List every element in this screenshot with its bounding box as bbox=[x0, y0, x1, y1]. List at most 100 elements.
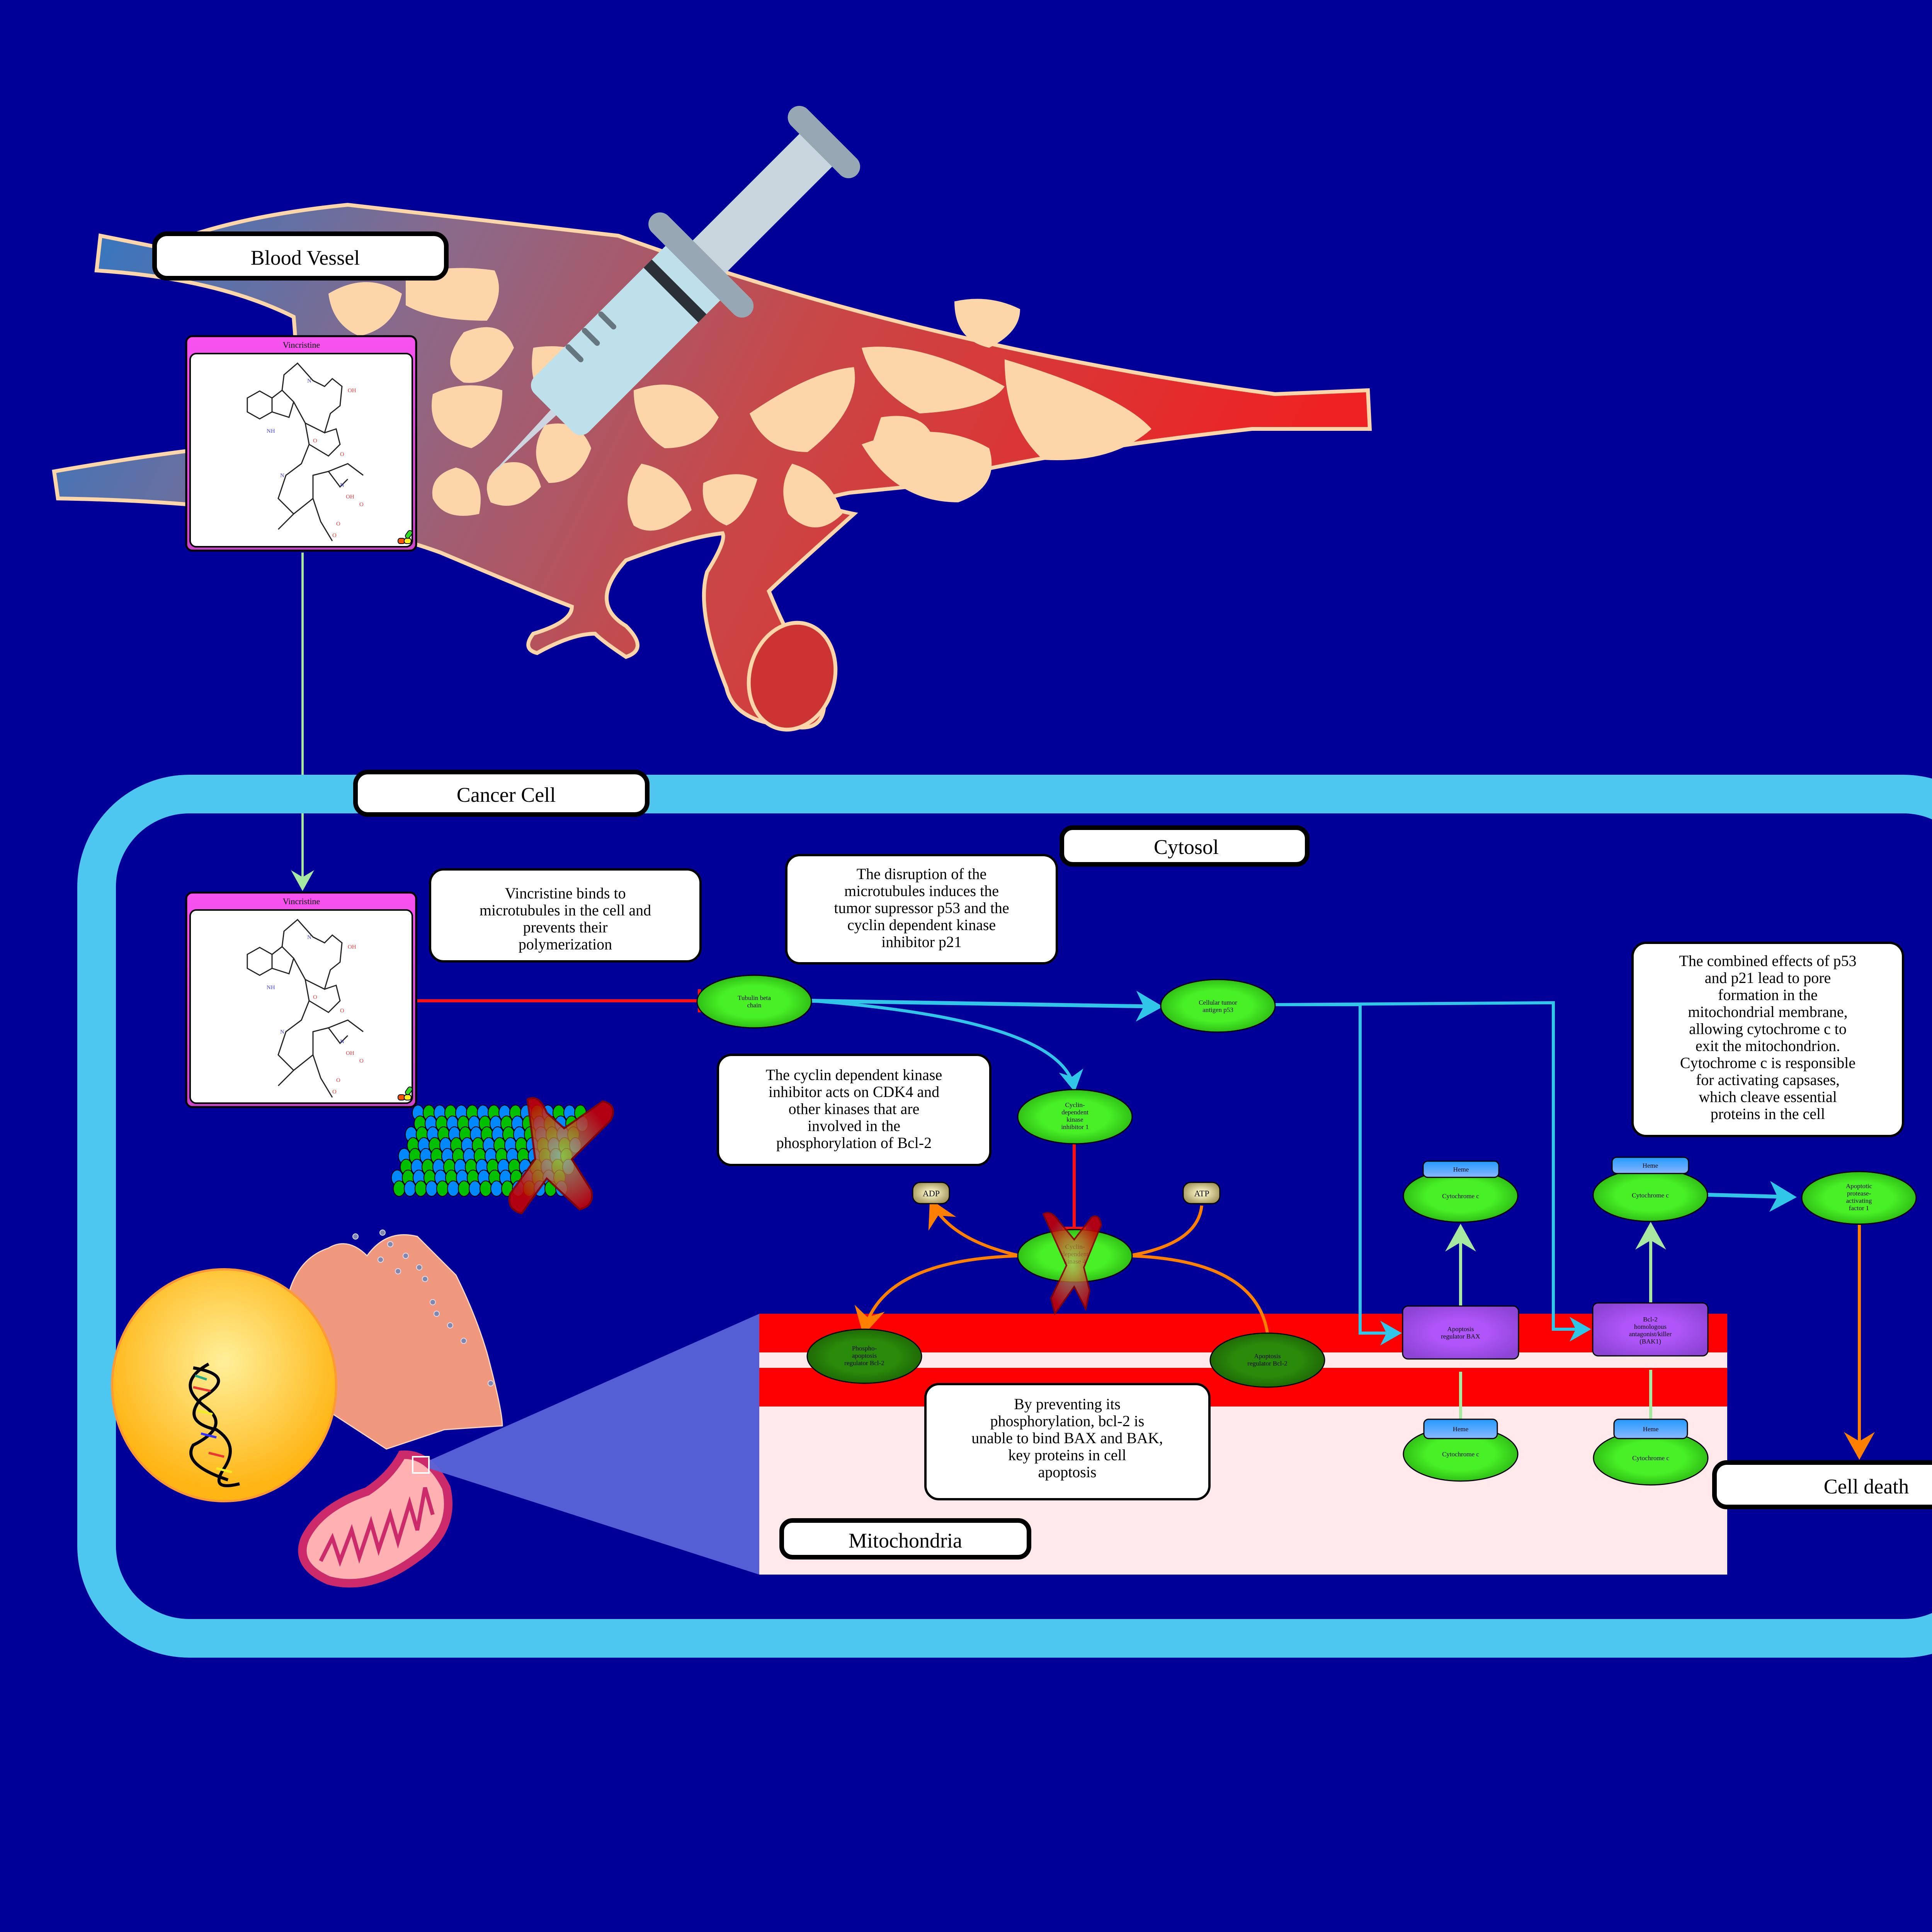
svg-text:ADP: ADP bbox=[923, 1189, 940, 1198]
tubulin-dimer bbox=[447, 1180, 459, 1197]
text-line: key proteins in cell bbox=[1008, 1446, 1126, 1464]
vessel-opening bbox=[747, 621, 838, 732]
heme-cofactor[interactable]: Heme bbox=[1423, 1418, 1498, 1439]
text-line: activating bbox=[1846, 1197, 1872, 1204]
svg-text:O: O bbox=[332, 532, 337, 539]
text-line: Cytochrome c is responsible bbox=[1680, 1054, 1855, 1071]
svg-text:OH: OH bbox=[346, 494, 354, 500]
svg-text:O: O bbox=[332, 1089, 337, 1095]
text-line: Apoptosis bbox=[1447, 1325, 1474, 1333]
text-line: formation in the bbox=[1718, 986, 1818, 1003]
svg-text:O: O bbox=[336, 1077, 340, 1083]
svg-text:OH: OH bbox=[348, 388, 356, 394]
svg-text:NH: NH bbox=[267, 985, 275, 991]
metabolite-atp[interactable]: ATP bbox=[1182, 1182, 1221, 1204]
molecule-nitrogens: N NH N N bbox=[267, 934, 344, 1045]
edges bbox=[417, 989, 1875, 1460]
text-line: regulator BAX bbox=[1441, 1333, 1480, 1340]
heme-cofactor[interactable]: Heme bbox=[1611, 1156, 1689, 1174]
syringe-plunger bbox=[687, 131, 835, 279]
svg-text:N: N bbox=[340, 482, 344, 488]
svg-text:N: N bbox=[280, 473, 284, 479]
text-line: Phospho- bbox=[852, 1345, 877, 1352]
endoplasmic-reticulum-icon bbox=[285, 1230, 503, 1450]
inhibited-x-icon bbox=[1042, 1212, 1102, 1316]
nucleus-icon bbox=[111, 1268, 337, 1502]
text-line: mitochondrial membrane, bbox=[1688, 1003, 1847, 1020]
drug-name: Vincristine bbox=[283, 340, 320, 350]
text-line: apoptosis bbox=[852, 1352, 877, 1359]
node-cytochrome-c-bax-mito[interactable]: Cytochrome c Heme bbox=[1403, 1418, 1519, 1482]
node-cytochrome-c-bak-released[interactable]: Cytochrome c Heme bbox=[1592, 1156, 1708, 1222]
text-line: Bcl-2 bbox=[1643, 1316, 1658, 1323]
stimulation-edge bbox=[1275, 1001, 1591, 1342]
text-line: By preventing its bbox=[1014, 1395, 1121, 1413]
text-line: The disruption of the bbox=[857, 865, 987, 883]
node-cytochrome-c-bak-mito[interactable]: Cytochrome c Heme bbox=[1593, 1418, 1709, 1486]
svg-text:O: O bbox=[313, 438, 317, 444]
text-line: regulator Bcl-2 bbox=[844, 1359, 884, 1367]
text-line: microtubules induces the bbox=[844, 882, 999, 900]
heme-cofactor[interactable]: Heme bbox=[1422, 1160, 1500, 1178]
node-cytochrome-c-bax-released[interactable]: Cytochrome c Heme bbox=[1403, 1160, 1519, 1223]
svg-text:O: O bbox=[313, 994, 317, 1000]
zoom-cone bbox=[429, 1314, 759, 1575]
molecule-heteroatoms: OH O O OH O O O bbox=[313, 944, 364, 1095]
drug-pill-icon bbox=[398, 1086, 413, 1100]
svg-text:Heme: Heme bbox=[1643, 1425, 1659, 1433]
cancer-cell-membrane bbox=[77, 775, 1932, 1658]
text-line: polymerization bbox=[519, 935, 612, 953]
cytosol-label: Cytosol bbox=[1060, 825, 1310, 867]
text-line: apoptosis bbox=[1038, 1463, 1096, 1481]
svg-text:O: O bbox=[359, 1058, 364, 1064]
svg-text:Cytochrome c: Cytochrome c bbox=[1632, 1454, 1669, 1462]
syringe-flange bbox=[648, 212, 754, 318]
text-line: Apoptotic bbox=[1846, 1182, 1872, 1190]
syringe-graduations bbox=[565, 311, 616, 362]
tubulin-dimer bbox=[469, 1180, 481, 1197]
svg-text:Heme: Heme bbox=[1453, 1166, 1469, 1173]
drug-card-vincristine-vessel[interactable]: Vincristine OH O O OH O O O N NH N N bbox=[185, 335, 417, 552]
text-line: inhibitor acts on CDK4 and bbox=[769, 1083, 939, 1100]
svg-text:N: N bbox=[340, 1039, 344, 1045]
tubulin-dimer bbox=[458, 1180, 470, 1197]
svg-text:Cytochrome c: Cytochrome c bbox=[1442, 1451, 1479, 1458]
text-line: Tubulin beta bbox=[738, 994, 771, 1002]
svg-text:OH: OH bbox=[348, 944, 356, 950]
molecule-structure-icon bbox=[247, 362, 364, 541]
text-line: phosphorylation of Bcl-2 bbox=[776, 1134, 932, 1151]
svg-text:Cytochrome c: Cytochrome c bbox=[1442, 1192, 1479, 1200]
svg-text:O: O bbox=[340, 451, 344, 457]
text-line: Cellular tumor bbox=[1199, 999, 1237, 1006]
stimulation-edge bbox=[811, 991, 1163, 1022]
text-line: microtubules in the cell and bbox=[480, 901, 651, 919]
svg-text:Cytochrome c: Cytochrome c bbox=[1632, 1192, 1669, 1199]
drug-card-vincristine-cell[interactable]: Vincristine OH O O OH O O O N NH N N bbox=[185, 891, 417, 1108]
conversion-edge bbox=[854, 1254, 1020, 1335]
heme-cofactor[interactable]: Heme bbox=[1613, 1418, 1688, 1439]
metabolite-adp[interactable]: ADP bbox=[912, 1182, 950, 1204]
text-line: antagonist/killer bbox=[1629, 1330, 1672, 1338]
svg-text:ATP: ATP bbox=[1194, 1189, 1209, 1198]
text-line: proteins in the cell bbox=[1711, 1105, 1825, 1122]
text-line: allowing cytochrome c to bbox=[1689, 1020, 1847, 1037]
text-line: (BAK1) bbox=[1639, 1338, 1661, 1345]
zoom-selection-box bbox=[412, 1456, 430, 1474]
